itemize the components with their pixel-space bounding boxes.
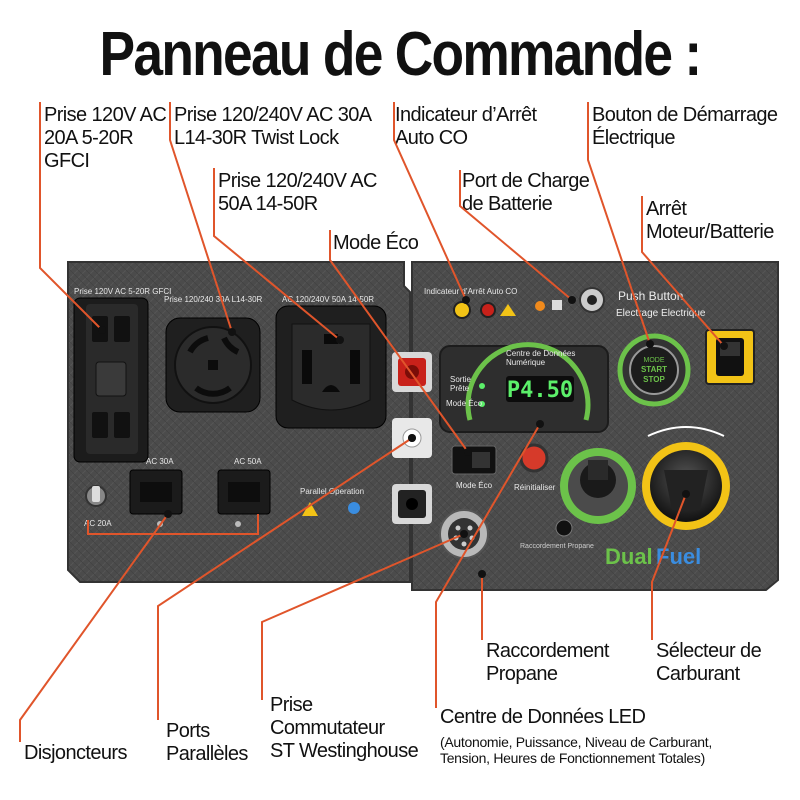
label-p1450: AC 120/240V 50A 14-50R bbox=[282, 295, 374, 304]
led-digits: P4.50 bbox=[507, 378, 573, 403]
callout-ports-paralleles: Ports Parallèles bbox=[166, 720, 248, 765]
page-title: Panneau de Commande : bbox=[99, 20, 703, 89]
label-ac30: AC 30A bbox=[146, 457, 174, 466]
eco-mode-switch bbox=[451, 445, 497, 475]
label-reinitialiser: Réinitialiser bbox=[514, 483, 556, 492]
label-ac20: AC 20A bbox=[84, 519, 112, 528]
callout-mode-eco: Mode Éco bbox=[333, 232, 419, 254]
leader-dots bbox=[98, 296, 728, 578]
breaker-ac30 bbox=[129, 469, 183, 527]
p1450-outlet bbox=[275, 305, 387, 429]
label-co-indicator: Indicateur d’Arrêt Auto CO bbox=[424, 287, 517, 296]
parallel-red-terminal bbox=[392, 352, 432, 392]
label-raccordement: Raccordement Propane bbox=[520, 543, 594, 550]
callout-arret: Arrêt Moteur/Batterie bbox=[646, 198, 774, 243]
parallel-black-terminal bbox=[392, 484, 432, 524]
st-connector bbox=[439, 509, 489, 559]
callout-prise-st: Prise Commutateur ST Westinghouse bbox=[270, 694, 419, 762]
callout-centre-led-detail: (Autonomie, Puissance, Niveau de Carbura… bbox=[440, 734, 712, 767]
panel-left bbox=[67, 261, 411, 583]
reset-button bbox=[519, 443, 549, 473]
label-gfci: Prise 120V AC 5-20R GFCI bbox=[74, 287, 171, 296]
parallel-white-terminal bbox=[392, 418, 432, 458]
l14-outlet bbox=[165, 317, 261, 413]
battery-charge-port bbox=[579, 287, 605, 313]
callout-indicateur-co: Indicateur d’Arrêt Auto CO bbox=[395, 104, 537, 149]
panel-right bbox=[411, 261, 779, 591]
label-start-mode: MODE bbox=[644, 357, 665, 364]
callout-prise-l14: Prise 120/240V AC 30A L14-30R Twist Lock bbox=[174, 104, 372, 149]
callout-disjoncteurs: Disjoncteurs bbox=[24, 742, 127, 764]
gfci-outlet bbox=[73, 297, 149, 463]
label-start-stop: STOP bbox=[643, 375, 665, 384]
label-l14: Prise 120/240 30A L14-30R bbox=[164, 295, 263, 304]
label-parallel: Parallel Operation bbox=[300, 487, 364, 496]
start-button bbox=[617, 333, 691, 407]
callout-port-charge: Port de Charge de Batterie bbox=[462, 170, 590, 215]
co-indicator-light bbox=[453, 301, 471, 319]
callout-selecteur: Sélecteur de Carburant bbox=[656, 640, 762, 685]
breaker-ac50 bbox=[217, 469, 271, 527]
label-mode-eco-switch: Mode Éco bbox=[456, 481, 493, 490]
callout-bouton-demarrage: Bouton de Démarrage Électrique bbox=[592, 104, 778, 149]
propane-connector bbox=[560, 448, 636, 524]
label-mode-eco-led: Mode Éco bbox=[446, 399, 483, 408]
label-push-button: Push Button bbox=[618, 289, 683, 303]
label-fuel: Fuel bbox=[656, 544, 701, 569]
breaker-ac20 bbox=[85, 485, 107, 507]
led-data-center: P4.50 bbox=[439, 342, 609, 433]
fuel-selector-knob bbox=[642, 442, 730, 530]
label-dual: Dual bbox=[605, 544, 653, 569]
label-electrage: Electrage Electrique bbox=[616, 308, 706, 319]
engine-stop-switch bbox=[705, 329, 755, 385]
callout-prise-120v: Prise 120V AC 20A 5-20R GFCI bbox=[44, 104, 167, 172]
callout-centre-led: Centre de Données LED bbox=[440, 706, 646, 728]
callout-raccordement: Raccordement Propane bbox=[486, 640, 609, 685]
label-ac50: AC 50A bbox=[234, 457, 262, 466]
callout-prise-14-50: Prise 120/240V AC 50A 14-50R bbox=[218, 170, 377, 215]
label-start-start: START bbox=[641, 365, 667, 374]
